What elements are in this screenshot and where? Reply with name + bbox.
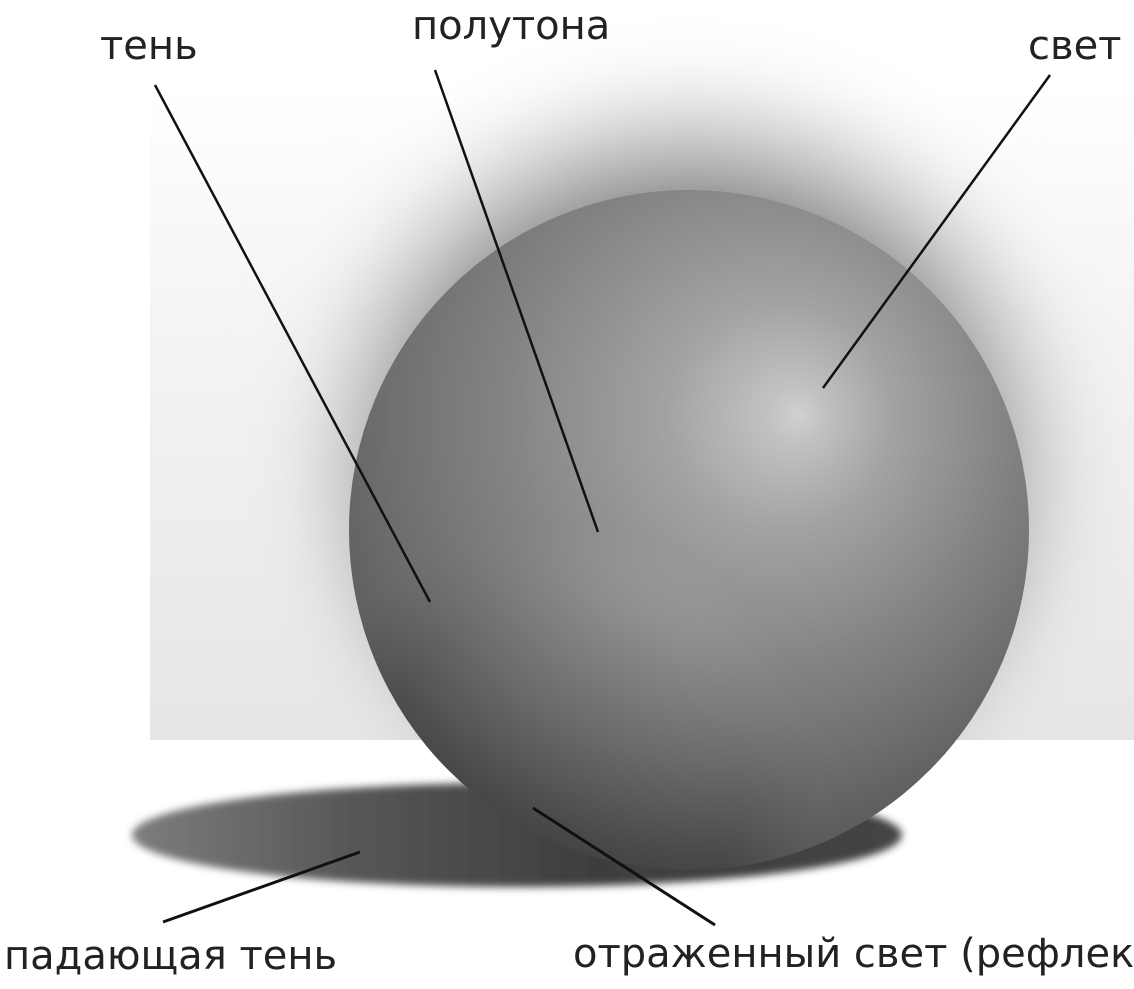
label-halftone: полутона xyxy=(412,6,610,46)
sphere-reflex-tint xyxy=(349,190,1029,870)
label-cast-shadow: падающая тень xyxy=(4,936,337,976)
label-light: свет xyxy=(1028,26,1121,66)
label-shadow: тень xyxy=(100,26,198,66)
label-reflected-light: отраженный свет (рефлекс) xyxy=(573,934,1134,974)
